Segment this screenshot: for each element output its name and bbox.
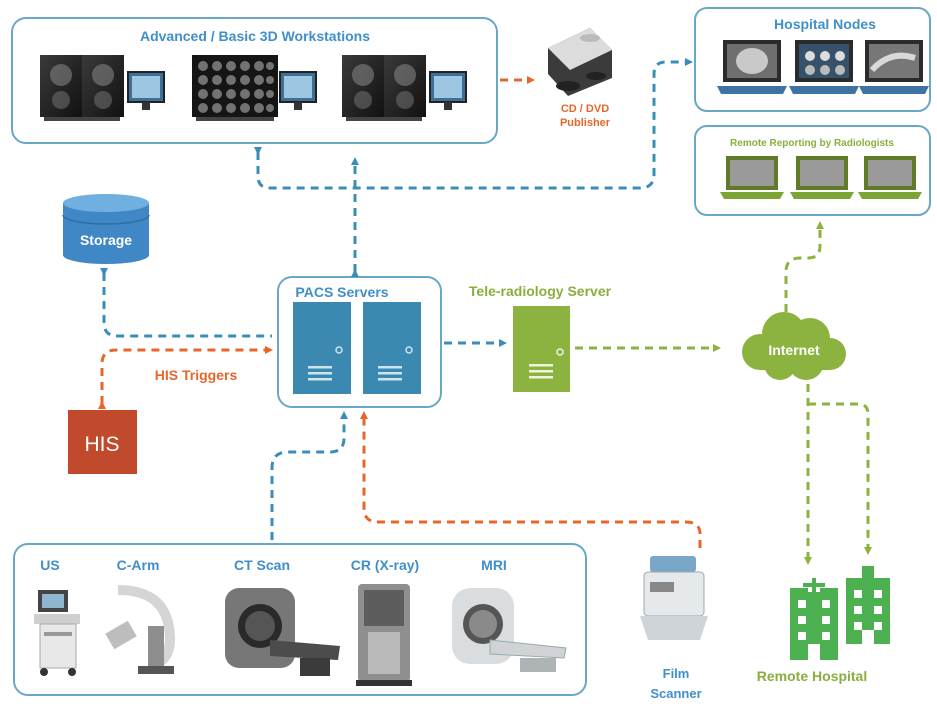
hospital-nodes-title: Hospital Nodes: [774, 16, 876, 32]
database-icon: [62, 194, 150, 264]
laptop-icon: [858, 156, 922, 199]
disc-publisher-icon: [548, 28, 612, 96]
his-triggers-label: HIS Triggers: [155, 367, 238, 383]
laptop-icon: [859, 40, 929, 94]
cr-xray-unit-icon: [356, 584, 412, 686]
cloud-icon: [742, 312, 846, 380]
ultrasound-machine-icon: [34, 590, 80, 676]
storage-node: Storage: [62, 194, 150, 264]
workstations-title: Advanced / Basic 3D Workstations: [140, 28, 370, 44]
cd-publisher-label: Publisher: [560, 117, 611, 129]
modality-label: US: [40, 557, 59, 573]
his-node: HIS: [68, 410, 137, 474]
laptop-icon: [720, 156, 784, 199]
teleradiology-server-node: Tele-radiology Server: [469, 283, 612, 392]
film-scanner-label: Film: [663, 666, 690, 681]
laptop-icon: [717, 40, 787, 94]
cd-publisher-label: CD / DVD: [561, 103, 609, 115]
mri-scanner-icon: [452, 588, 567, 672]
internet-node: Internet: [742, 312, 846, 380]
connector-internet-remote-reporting: [784, 221, 824, 312]
modality-label: C-Arm: [117, 557, 160, 573]
pacs-servers-title: PACS Servers: [295, 284, 388, 300]
hospital-nodes-panel: Hospital Nodes: [694, 7, 931, 112]
connector-his-pacs: [98, 346, 273, 409]
film-scanner-label: Scanner: [650, 686, 701, 701]
modality-label: MRI: [481, 557, 507, 573]
remote-hospital-node: Remote Hospital: [757, 566, 890, 684]
film-scanner-node: Film Scanner: [640, 556, 708, 701]
remote-hospital-label: Remote Hospital: [757, 668, 867, 684]
connector-storage-pacs: [100, 268, 272, 338]
ct-scanner-icon: [225, 588, 340, 676]
connector-internet-remote-hospital: [808, 402, 872, 555]
workstation-monitor-icon: [40, 55, 165, 121]
remote-reporting-panel: Remote Reporting by Radiologists: [694, 125, 931, 216]
server-icon: [363, 302, 421, 394]
c-arm-icon: [105, 585, 176, 674]
storage-label: Storage: [80, 232, 132, 248]
connector-film-scanner-pacs: [360, 411, 702, 548]
server-icon: [513, 306, 570, 392]
hospital-building-icon: [790, 578, 838, 660]
hospital-building-icon: [846, 566, 890, 644]
workstations-panel: Advanced / Basic 3D Workstations: [11, 17, 498, 144]
teleradiology-server-label: Tele-radiology Server: [469, 283, 612, 299]
laptop-icon: [790, 156, 854, 199]
internet-label: Internet: [768, 342, 820, 358]
his-label: HIS: [84, 433, 119, 456]
connector-modalities-pacs: [270, 411, 348, 540]
modality-label: CT Scan: [234, 557, 290, 573]
his-box: [68, 410, 137, 474]
pacs-servers-node: PACS Servers: [277, 276, 442, 408]
cd-dvd-publisher: CD / DVD Publisher: [548, 28, 612, 129]
modalities-panel: US C-Arm CT Scan CR (X-ray) MRI: [13, 543, 587, 696]
scanner-icon: [640, 556, 708, 640]
modality-label: CR (X-ray): [351, 557, 419, 573]
server-icon: [293, 302, 351, 394]
laptop-icon: [789, 40, 859, 94]
remote-reporting-title: Remote Reporting by Radiologists: [730, 138, 894, 149]
connector-pacs-hospital-nodes: [254, 58, 693, 190]
